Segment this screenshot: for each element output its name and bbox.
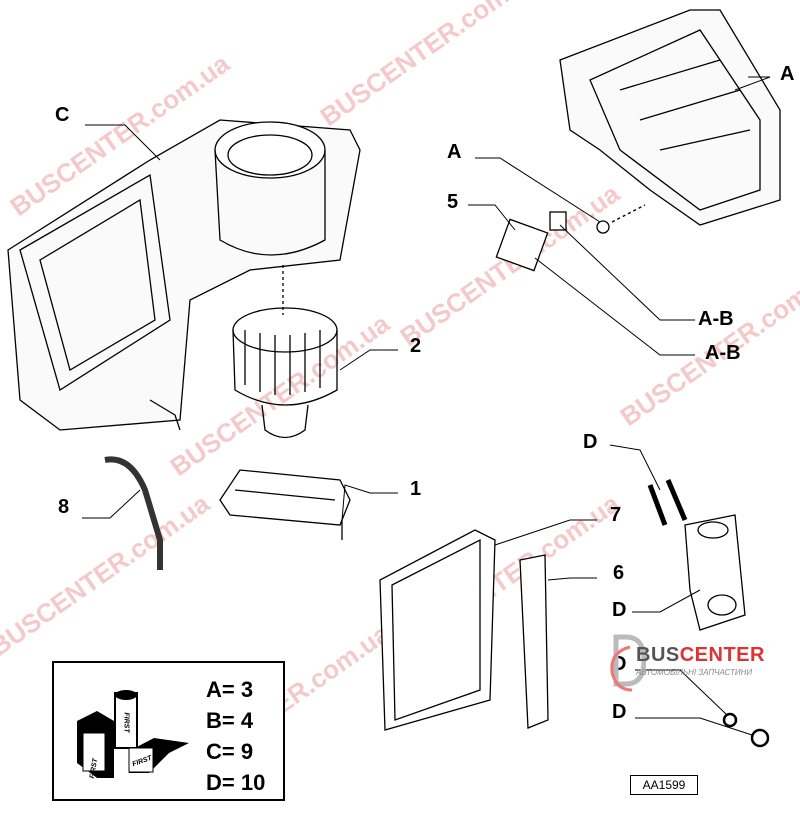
filter-frame [519,554,549,729]
leader-lines [82,76,771,736]
quantity-legend: FIRST FIRST FIRST A= 3 B= 4 C= 9 D= 10 [52,661,285,801]
callout-d-4: D [612,701,627,723]
screw-part [596,220,610,234]
callout-6: 6 [613,562,625,584]
cabin-filter [379,529,496,731]
actuator-part-5 [495,218,549,272]
callout-8: 8 [58,496,70,518]
logo-brand-b: CENTER [679,644,765,666]
blower-resistor [219,469,351,540]
logo-brand-a: BUS [636,644,680,666]
diagram-code: AA1599 [630,775,698,795]
evaporator-housing [559,9,781,226]
icon-text-cylinder: FIRST [122,712,130,733]
callout-d-1: D [583,431,598,453]
callout-1: 1 [410,478,422,500]
legend-row-a: A= 3 [206,677,254,702]
logo-tagline: АВТОМОБІЛЬНІ ЗАПЧАСТИНИ [636,668,753,677]
legend-row-c: C= 9 [206,739,254,764]
callout-7: 7 [610,504,622,526]
callout-a-top: A [447,141,462,163]
fiat-parts-icon [77,690,189,778]
drain-hose [104,456,163,570]
legend-row-d: D= 10 [206,770,266,795]
heater-housing [7,119,361,431]
callout-d-2: D [612,599,627,621]
callout-ab-2: A-B [705,342,741,364]
logo-mark-icon [610,634,646,692]
expansion-valve [647,479,746,631]
callout-ab-1: A-B [698,308,734,330]
legend-row-b: B= 4 [206,708,254,733]
callout-c: C [55,104,70,126]
callout-5: 5 [447,191,459,213]
blower-motor [232,265,338,439]
callout-a-right: A [780,63,795,85]
callout-2: 2 [410,335,422,357]
sensor-part [549,211,567,231]
